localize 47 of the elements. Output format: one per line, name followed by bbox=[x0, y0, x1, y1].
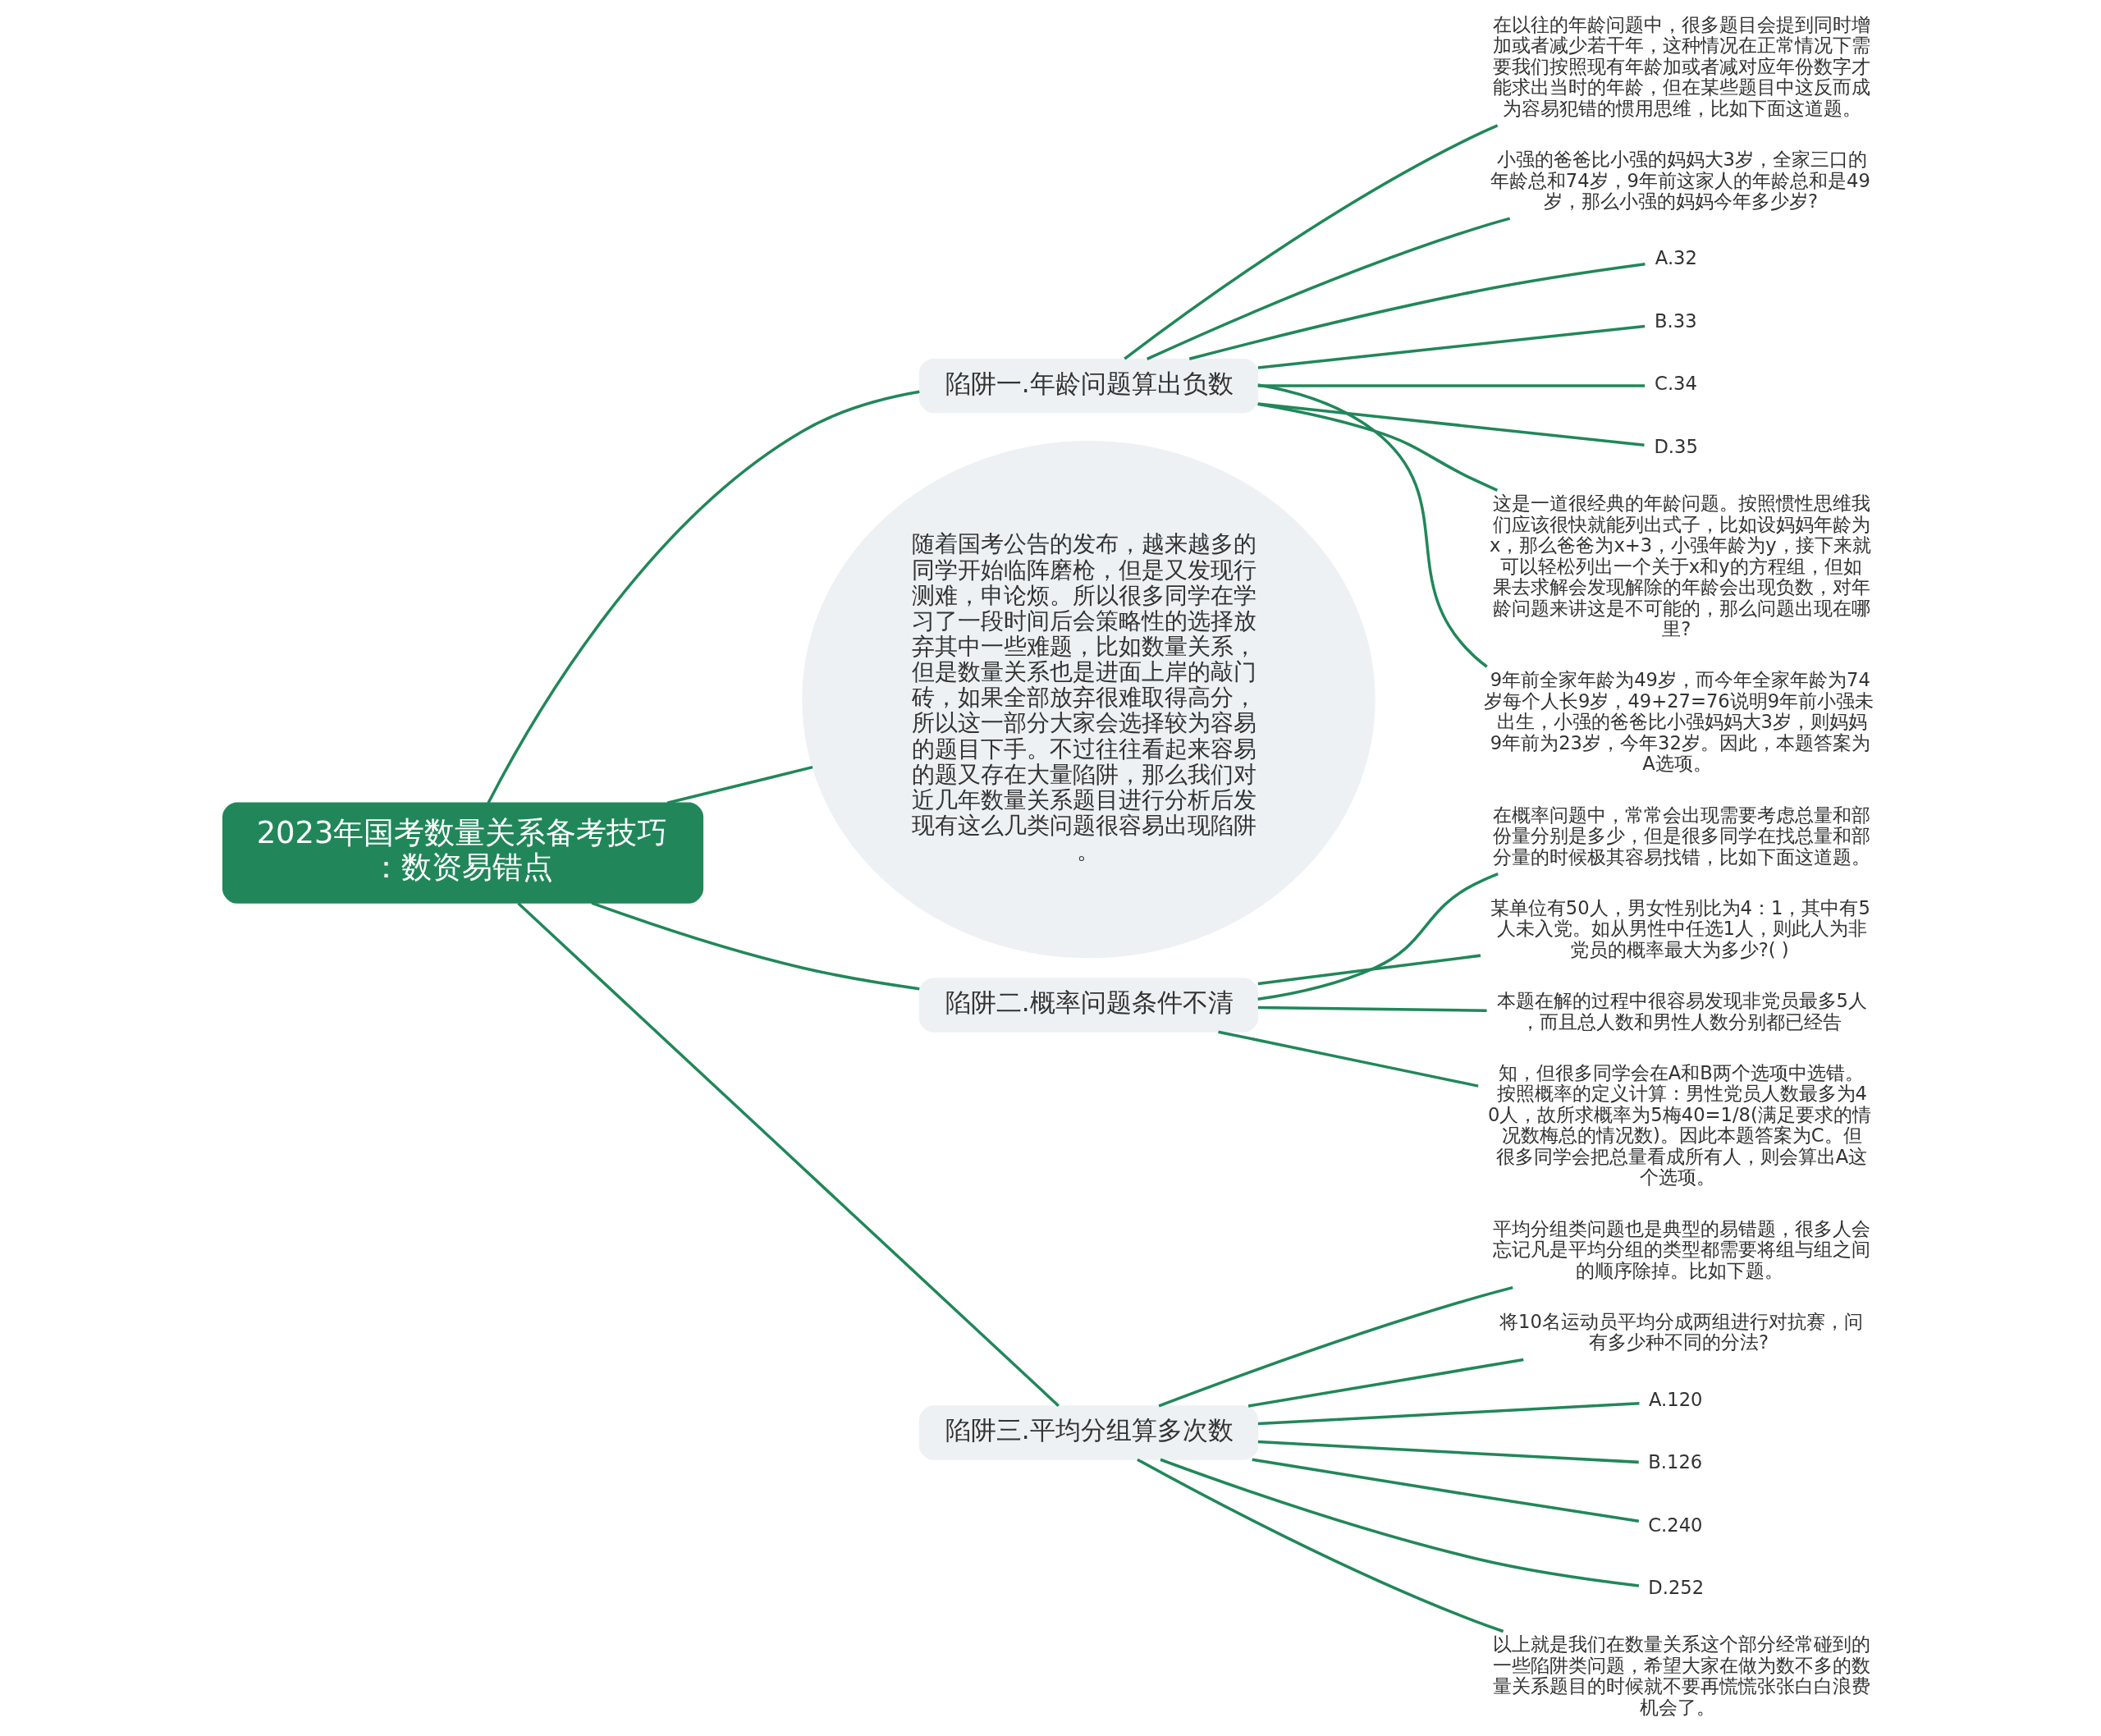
connector bbox=[590, 901, 919, 991]
connector bbox=[1257, 1401, 1640, 1426]
connector bbox=[1247, 1358, 1524, 1408]
node-text: 9年前全家年龄为49岁，而今年全家年龄为74岁每个人长9岁，49+27=76说明9年前小强未出生，小强的爸爸比小强妈妈大3岁，则妈妈9年前为23岁，今年32岁。因此，本题答案为A选项。 bbox=[1483, 669, 1874, 775]
node-text: 平均分组类问题也是典型的易错题，很多人会忘记凡是平均分组的类型都需要将组与组之间的顺序除掉。比如下题。 bbox=[1492, 1217, 1870, 1281]
node-text: D.35 bbox=[1653, 435, 1698, 457]
node-text: 本题在解的过程中很容易发现非党员最多5人，而且总人数和男性人数分别都已经告 bbox=[1496, 990, 1867, 1033]
connector bbox=[1158, 1285, 1513, 1408]
connector bbox=[1217, 1030, 1478, 1088]
node-text: D.252 bbox=[1647, 1577, 1704, 1599]
connector bbox=[1257, 324, 1645, 369]
connector bbox=[1257, 384, 1645, 387]
node-box: 陷阱一.年龄问题算出负数 bbox=[918, 358, 1258, 414]
connector bbox=[1146, 217, 1510, 360]
connector bbox=[1188, 263, 1646, 360]
node-text: C.240 bbox=[1647, 1514, 1703, 1536]
node-text: 这是一道很经典的年龄问题。按照惯性思维我们应该很快就能列出式子，比如设妈妈年龄为x，那么爸爸为x+3，小强年龄为y，接下来就可以轻松列出一个关于x和y的方程组，但如果去求解会发现解除的年龄会出现负数，对年龄问题来讲这是不可能的，那么问题出现在哪里? bbox=[1489, 492, 1871, 640]
node-text: 在以往的年龄问题中，很多题目会提到同时增加或者减少若干年，这种情况在正常情况下需要我们按照现有年龄加或者减对应年份数字才能求出当时的年龄，但在某些题目中这反而成为容易犯错的惯用思维，比如下面这道题。 bbox=[1492, 13, 1870, 119]
node-text: 以上就是我们在数量关系这个部分经常碰到的一些陷阱类问题，希望大家在做为数不多的数量关系题目的时候就不要再慌慌张张白白浪费机会了。 bbox=[1492, 1633, 1870, 1718]
node-text: 知，但很多同学会在A和B两个选项中选错。按照概率的定义计算：男性党员人数最多为40人，故所求概率为5梅40=1/8(满足要求的情况数梅总的情况数)。因此本题答案为C。但很多同学会把总量看成所有人，则会算出A这个选项。 bbox=[1487, 1061, 1871, 1189]
node-text: C.34 bbox=[1654, 373, 1697, 395]
node-text: A.120 bbox=[1648, 1388, 1703, 1410]
connector bbox=[1257, 954, 1481, 986]
node-text: 将10名运动员平均分成两组进行对抗赛，问有多少种不同的分法? bbox=[1499, 1310, 1863, 1354]
node-box: 2023年国考数量关系备考技巧：数资易错点 bbox=[222, 802, 703, 904]
connector bbox=[1257, 1005, 1487, 1013]
connector bbox=[486, 390, 920, 804]
node-circle: 随着国考公告的发布，越来越多的同学开始临阵磨枪，但是又发现行测难，申论烦。所以很多同学在学习了一段时间后会策略性的选择放弃其中一些难题，比如数量关系，但是数量关系也是进面上岸的敲门砖，如果全部放弃很难取得高分，所以这一部分大家会选择较为容易的题目下手。不过往往看起来容易的题又存在大量陷阱，那么我们对近几年数量关系题目进行分析后发现有这么几类问题很容易出现陷阱。 bbox=[801, 441, 1375, 959]
connector bbox=[666, 765, 812, 804]
connector bbox=[516, 902, 1060, 1407]
connector bbox=[1159, 1458, 1639, 1587]
connector bbox=[1251, 1458, 1639, 1523]
node-text: 小强的爸爸比小强的妈妈大3岁，全家三口的年龄总和74岁，9年前这家人的年龄总和是49岁，那么小强的妈妈今年多少岁? bbox=[1490, 149, 1870, 213]
connector bbox=[1257, 402, 1645, 447]
connector bbox=[1123, 124, 1498, 360]
node-box: 陷阱二.概率问题条件不清 bbox=[918, 978, 1258, 1033]
node-text: B.126 bbox=[1647, 1451, 1702, 1473]
node-text: A.32 bbox=[1655, 247, 1697, 269]
connector bbox=[1256, 402, 1498, 492]
connector bbox=[1136, 1458, 1504, 1633]
connector bbox=[1257, 1440, 1639, 1464]
node-text: B.33 bbox=[1654, 309, 1697, 332]
connector bbox=[1257, 383, 1488, 668]
connector bbox=[1256, 873, 1499, 1001]
node-text: 在概率问题中，常常会出现需要考虑总量和部份量分别是多少，但是很多同学在找总量和部分量的时候极其容易找错，比如下面这道题。 bbox=[1492, 804, 1870, 868]
node-box: 陷阱三.平均分组算多次数 bbox=[918, 1405, 1258, 1460]
node-text: 某单位有50人，男女性别比为4：1，其中有5人未入党。如从男性中任选1人，则此人为非党员的概率最大为多少?( ) bbox=[1490, 896, 1870, 960]
